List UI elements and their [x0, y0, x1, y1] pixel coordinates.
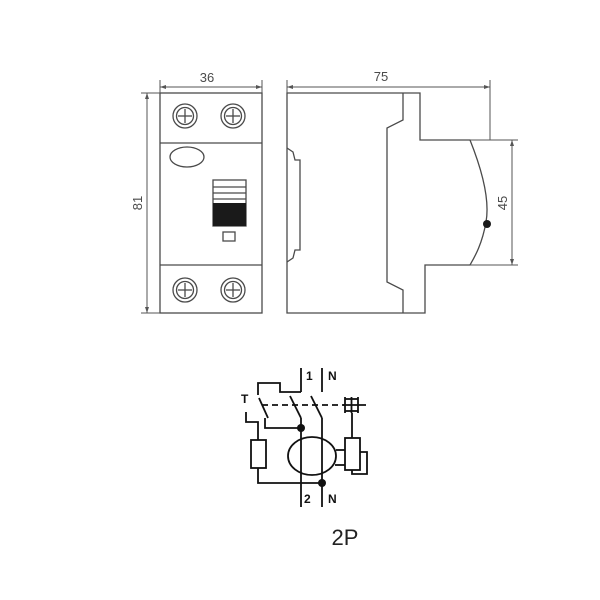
- terminal-2-label: 2: [304, 492, 311, 506]
- pole-n-switch-blade: [310, 395, 323, 419]
- screw-terminal-bottom-right: [220, 277, 246, 303]
- terminal-1-label: 1: [306, 369, 313, 383]
- test-switch-blade: [258, 397, 269, 419]
- junction-dot-1: [297, 424, 305, 432]
- test-resistor-lead-top: [252, 421, 259, 440]
- trip-relay: [343, 397, 366, 413]
- dimension-height-label: 81: [130, 196, 145, 210]
- wiring-schematic: 1 N T: [241, 368, 368, 550]
- front-body-outline: [159, 92, 263, 314]
- test-pushbutton: [245, 412, 252, 423]
- side-inner-step: [386, 93, 404, 313]
- din-rail-clip: [286, 147, 301, 263]
- pole-1-switch-blade: [289, 395, 302, 419]
- screw-terminal-bottom-left: [172, 277, 198, 303]
- dimension-width: 36: [159, 70, 263, 93]
- junction-dot-2: [318, 479, 326, 487]
- dimension-front-height: 45: [470, 139, 518, 266]
- front-view: 36 81: [130, 70, 263, 314]
- test-circuit-link: [264, 418, 301, 429]
- dimension-depth-label: 75: [374, 69, 388, 84]
- current-transformer-core: [287, 436, 337, 476]
- toggle-lever: [212, 179, 247, 227]
- dimension-width-label: 36: [200, 70, 214, 85]
- screw-terminal-top-left: [172, 103, 198, 129]
- test-label: T: [241, 392, 249, 406]
- trip-coil: [344, 437, 361, 471]
- dimension-depth: 75: [286, 69, 491, 140]
- side-view: 75 45: [286, 69, 518, 314]
- trip-coil-lead-right: [351, 451, 368, 475]
- indicator-window: [169, 146, 205, 168]
- test-resistor: [250, 439, 267, 469]
- screw-terminal-top-right: [220, 103, 246, 129]
- dimension-height: 81: [130, 92, 160, 314]
- terminal-n-bottom-label: N: [328, 492, 337, 506]
- test-circuit-upper: [257, 382, 301, 395]
- terminal-n-top-label: N: [328, 369, 337, 383]
- pole-count-label: 2P: [332, 525, 359, 550]
- test-button: [222, 231, 236, 242]
- side-pivot-dot: [483, 220, 491, 228]
- dimension-front-height-label: 45: [495, 196, 510, 210]
